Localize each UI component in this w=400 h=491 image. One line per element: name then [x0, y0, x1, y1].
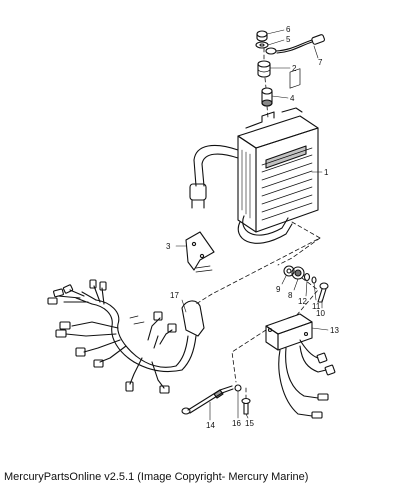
part-1-switch-box — [237, 68, 319, 233]
exploded-parts-diagram: 6 5 7 2 4 1 3 9 8 12 11 10 13 17 14 16 1… — [47, 25, 339, 430]
callout-14: 14 — [206, 421, 215, 430]
callout-12: 12 — [298, 297, 307, 306]
callout-5: 5 — [286, 35, 291, 44]
callout-7: 7 — [318, 58, 323, 67]
leader-lines — [175, 29, 329, 421]
part-16-washer — [234, 384, 242, 392]
image-copyright-footer: MercuryPartsOnline v2.5.1 (Image Copyrig… — [4, 471, 309, 483]
callout-13: 13 — [330, 326, 339, 335]
callout-2: 2 — [292, 64, 297, 73]
part-17-wiring-harness — [47, 279, 205, 394]
callout-11: 11 — [312, 302, 321, 311]
callout-1: 1 — [324, 168, 329, 177]
callout-16: 16 — [232, 419, 241, 428]
part-13-rectifier — [265, 313, 336, 419]
part-4-grommet — [261, 87, 273, 107]
part-5-washer — [255, 41, 269, 49]
part-11-washer — [311, 276, 317, 284]
part-14-lead — [181, 385, 234, 415]
part-9-bushing — [283, 265, 295, 277]
part-12-spacer — [303, 272, 311, 282]
callout-3: 3 — [166, 242, 171, 251]
callout-15: 15 — [245, 419, 254, 428]
connection-lines — [195, 47, 321, 399]
callout-4: 4 — [290, 94, 295, 103]
part-7-lead-wire — [265, 34, 325, 55]
callout-17: 17 — [170, 291, 179, 300]
callout-6: 6 — [286, 25, 291, 34]
part-1-harness-tube — [189, 144, 293, 244]
part-2-boot — [257, 60, 271, 78]
part-15-screw — [241, 397, 251, 415]
callout-10: 10 — [316, 309, 325, 318]
part-10-screw — [317, 282, 329, 303]
part-6-nut — [256, 30, 268, 42]
callout-8: 8 — [288, 291, 293, 300]
callout-9: 9 — [276, 285, 281, 294]
part-3-bracket — [185, 231, 215, 273]
